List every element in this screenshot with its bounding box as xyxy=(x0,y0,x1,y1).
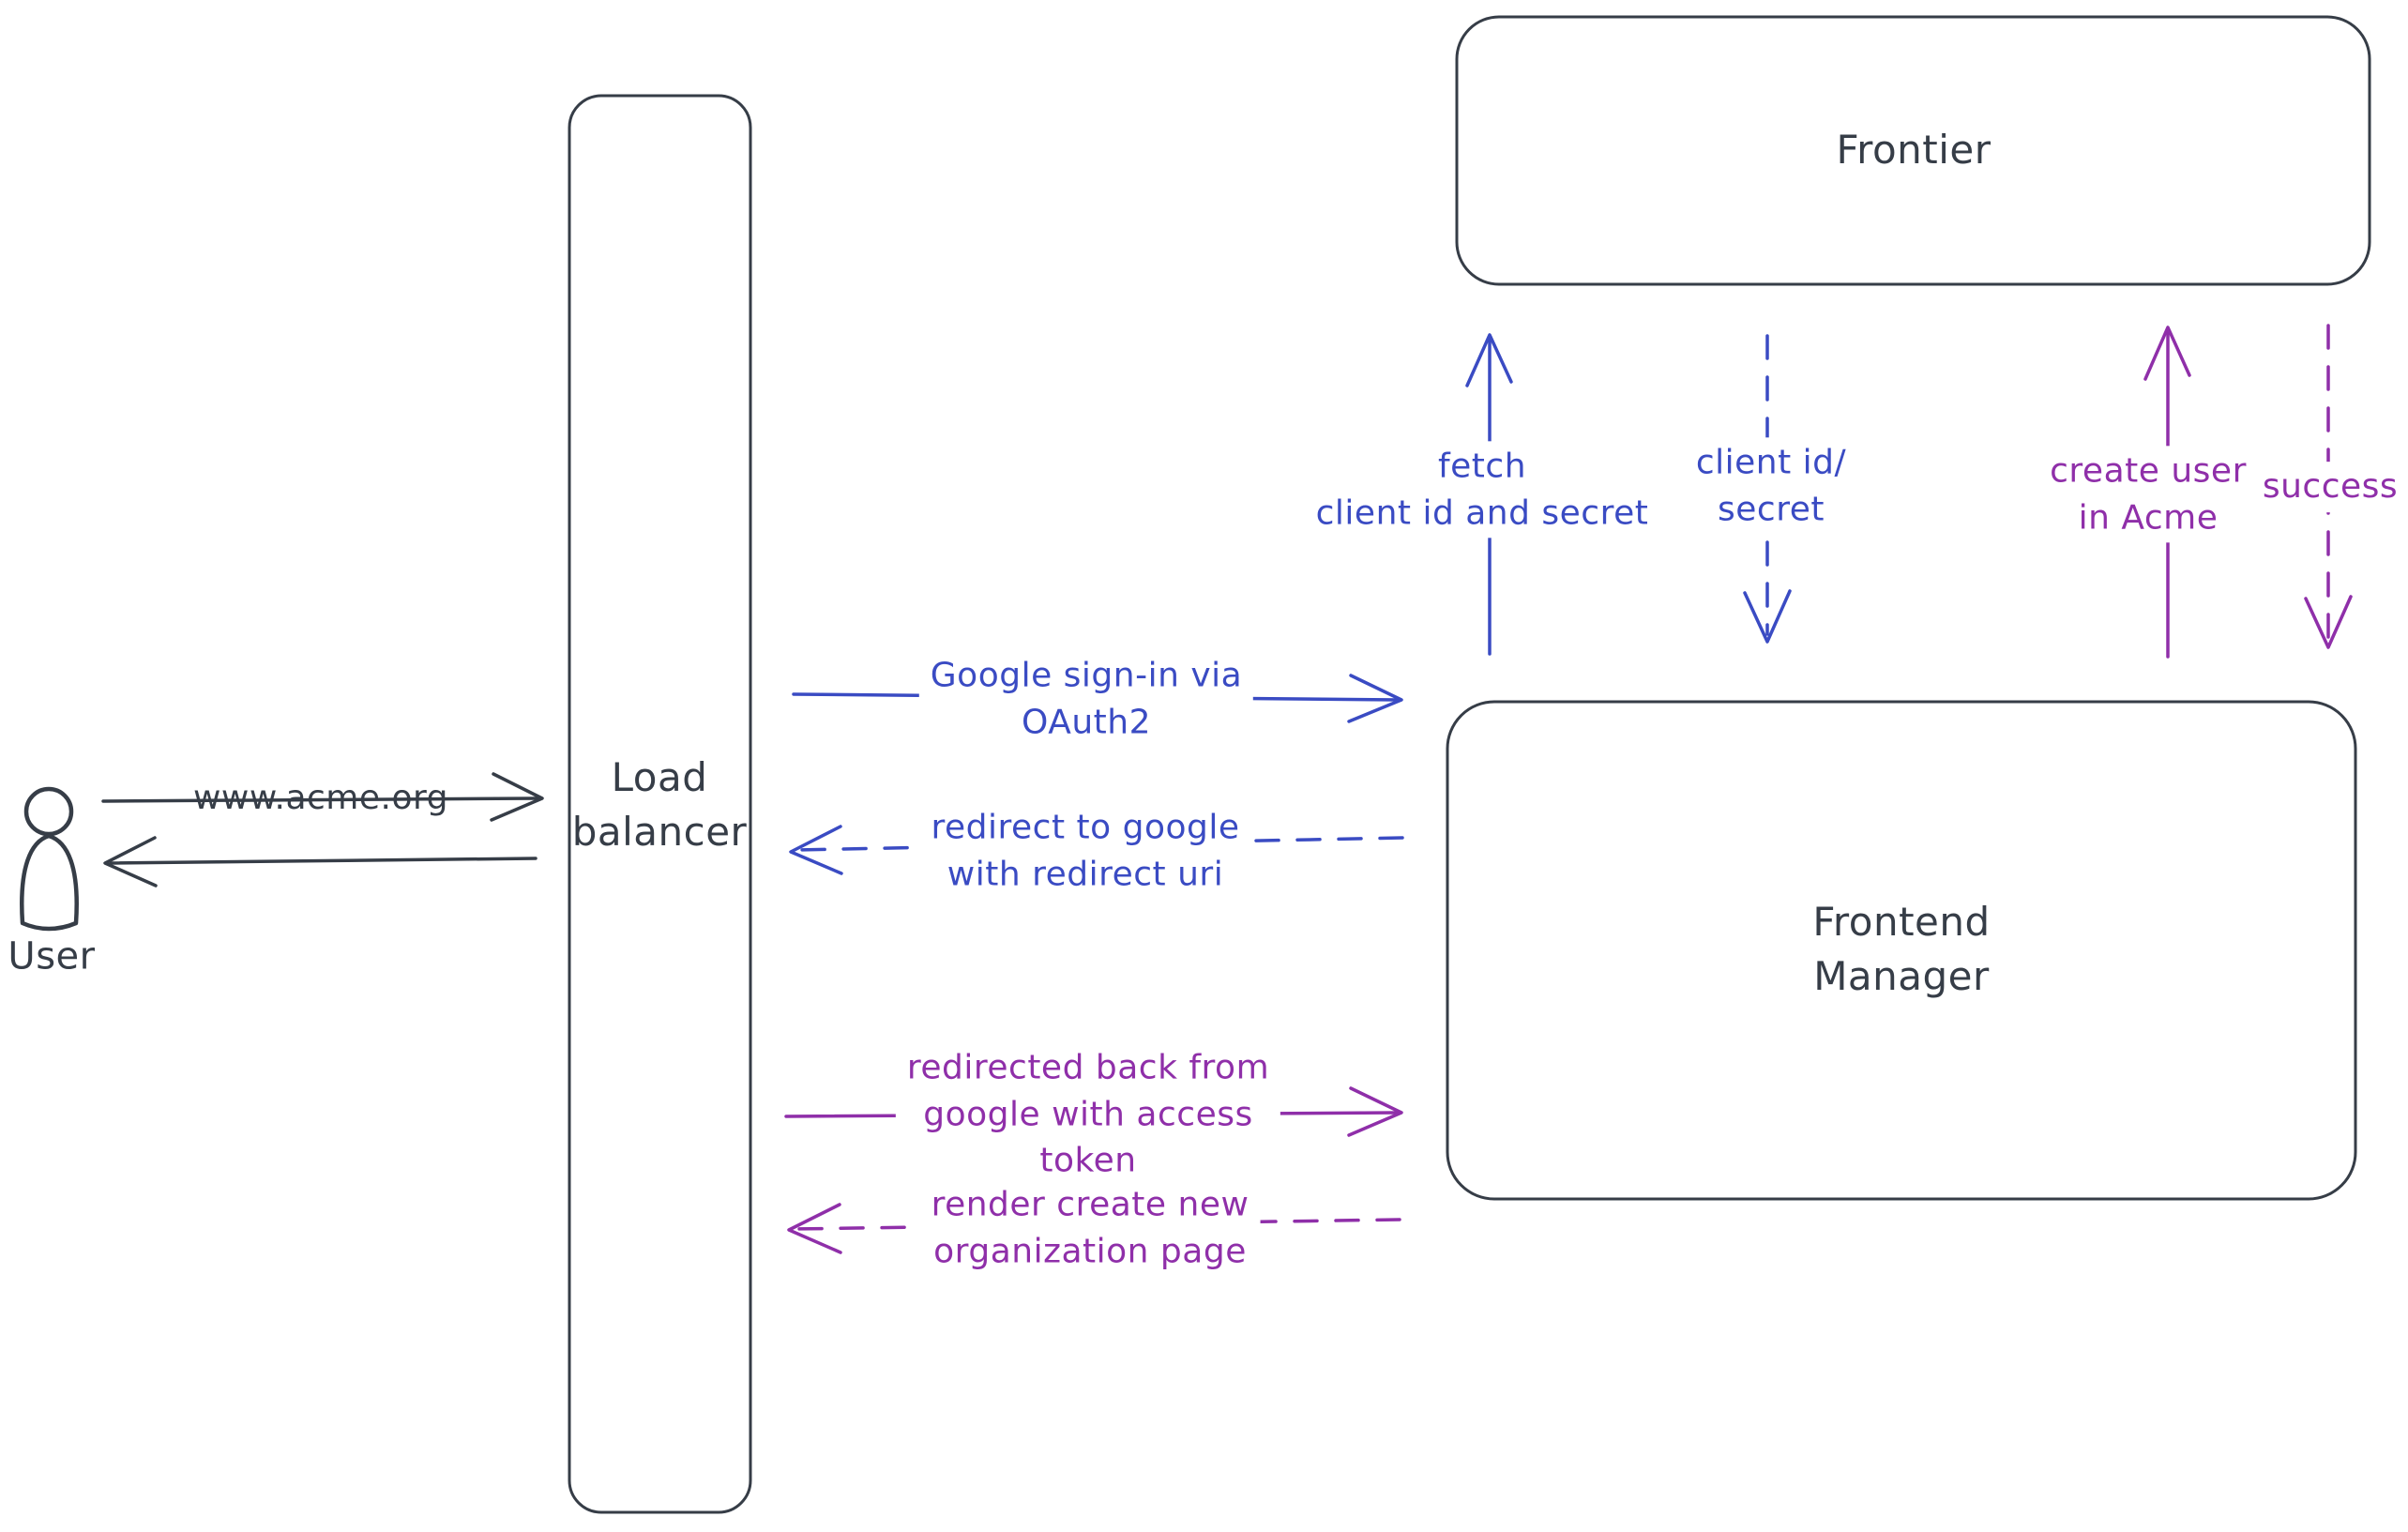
arrowhead-down xyxy=(1743,589,1792,644)
edge-label-fetch-client-id: fetch client id and secret xyxy=(1304,441,1660,538)
user-body xyxy=(20,833,79,932)
user-label: User xyxy=(8,934,96,978)
arrowhead-up xyxy=(2143,326,2191,381)
arrow-user-to-load-balancer xyxy=(101,772,544,822)
edge-label-render-org-page: render create new organization page xyxy=(919,1179,1261,1277)
load-balancer-label: Load balancer xyxy=(571,754,748,855)
arrowhead-right xyxy=(1347,674,1403,723)
frontier-box xyxy=(1455,15,2371,286)
user-head xyxy=(23,786,74,837)
edge-label-create-user: create user in Acme xyxy=(2038,446,2258,543)
edge-label-redirected-back: redirected back from google with access … xyxy=(895,1042,1281,1187)
frontend-manager-box xyxy=(1446,700,2357,1201)
frontier-label: Frontier xyxy=(1836,127,1992,174)
arrowhead-down xyxy=(2304,595,2353,649)
arrowhead-left xyxy=(789,825,843,875)
edge-label-google-signin: Google sign-in via OAuth2 xyxy=(918,650,1254,748)
user-figure-icon xyxy=(20,786,79,932)
arrow-load-balancer-to-user xyxy=(103,836,538,887)
load-balancer-box xyxy=(568,94,752,1514)
arrowhead-left xyxy=(103,836,158,887)
edge-label-success: success xyxy=(2250,462,2408,512)
edge-label-www-acme-org: www.acme.org xyxy=(192,779,449,818)
arrowhead-left xyxy=(787,1203,842,1254)
frontend-manager-label: Frontend Manager xyxy=(1812,899,1991,999)
arrow-client-id-secret xyxy=(1743,334,1792,644)
arrowhead-right xyxy=(490,772,544,822)
edge-label-redirect-to-google: redirect to google with redirect uri xyxy=(919,802,1251,900)
edge-label-client-id-secret: client id/ secret xyxy=(1684,437,1858,535)
arrow-success xyxy=(2304,324,2353,649)
arrowhead-right xyxy=(1347,1086,1403,1137)
arrowhead-up xyxy=(1465,333,1513,387)
